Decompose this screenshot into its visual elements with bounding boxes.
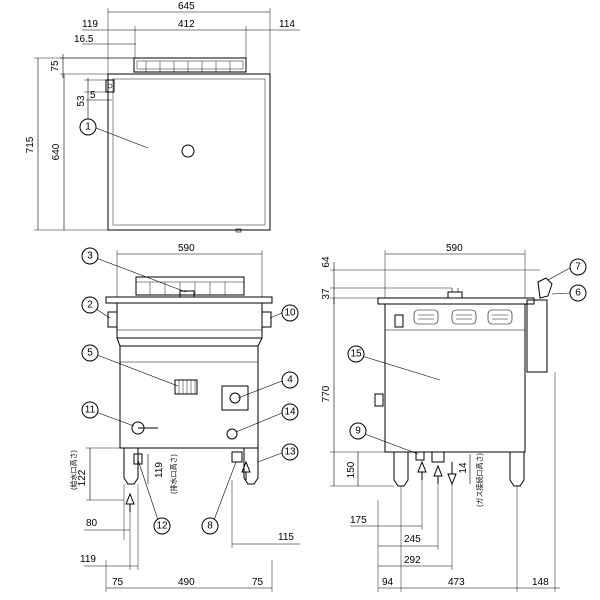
dim-front-115: 115 xyxy=(278,532,294,543)
note-water-supply: (給水口高さ) xyxy=(69,450,78,490)
dim-front-75-right: 75 xyxy=(252,577,264,588)
dim-side-150: 150 xyxy=(346,461,357,478)
callout-13: 13 xyxy=(284,447,296,458)
dim-top-5: 5 xyxy=(90,90,96,101)
front-view: 590 122 (給水口高さ) 119 (排水口高さ) 80 119 115 7… xyxy=(69,243,300,592)
dim-side-37: 37 xyxy=(321,288,332,300)
callout-12: 12 xyxy=(156,521,168,532)
callout-1: 1 xyxy=(85,122,91,133)
dim-top-offset: 16.5 xyxy=(74,34,94,45)
dim-side-770: 770 xyxy=(321,385,332,402)
top-view: 645 119 412 114 16.5 75 53 5 715 640 1 xyxy=(25,1,300,233)
callout-14: 14 xyxy=(284,407,296,418)
callout-7: 7 xyxy=(575,262,581,273)
dim-top-53: 53 xyxy=(76,95,87,107)
note-drain: (排水口高さ) xyxy=(169,454,178,494)
callout-3: 3 xyxy=(87,251,93,262)
dim-front-122: 122 xyxy=(77,469,88,486)
dim-height-640: 640 xyxy=(51,143,62,160)
dim-side-292: 292 xyxy=(404,555,421,566)
dim-top-mid: 412 xyxy=(178,19,195,30)
callout-9: 9 xyxy=(355,426,361,437)
note-gas-inlet: (ガス接続口高さ) xyxy=(475,453,484,507)
dim-side-14: 14 xyxy=(458,462,469,474)
dim-front-490: 490 xyxy=(178,577,195,588)
dim-side-64: 64 xyxy=(321,256,332,268)
dim-top-width: 645 xyxy=(178,1,195,12)
dim-top-left: 119 xyxy=(82,19,98,30)
side-view: 590 64 37 770 150 14 (ガス接続口高さ) 175 245 2… xyxy=(321,243,587,592)
dim-front-80: 80 xyxy=(86,518,98,529)
dim-front-75-left: 75 xyxy=(112,577,124,588)
dim-height-715: 715 xyxy=(25,136,36,153)
callout-11: 11 xyxy=(85,405,96,416)
dim-front-width: 590 xyxy=(178,243,195,254)
callout-6: 6 xyxy=(575,288,581,299)
dim-top-75: 75 xyxy=(50,60,61,72)
dim-front-bottom-119: 119 xyxy=(80,554,96,565)
dim-side-width: 590 xyxy=(446,243,463,254)
callout-10: 10 xyxy=(284,308,296,319)
dim-front-119: 119 xyxy=(154,462,165,478)
callout-2: 2 xyxy=(87,300,93,311)
callout-15: 15 xyxy=(350,349,362,360)
dim-side-94: 94 xyxy=(382,577,394,588)
dim-side-148: 148 xyxy=(532,577,549,588)
callout-8: 8 xyxy=(207,521,213,532)
dim-side-175: 175 xyxy=(350,515,367,526)
callout-5: 5 xyxy=(87,348,93,359)
dim-side-473: 473 xyxy=(448,577,465,588)
dim-side-245: 245 xyxy=(404,534,421,545)
callout-4: 4 xyxy=(287,375,293,386)
dim-top-right: 114 xyxy=(279,19,295,30)
